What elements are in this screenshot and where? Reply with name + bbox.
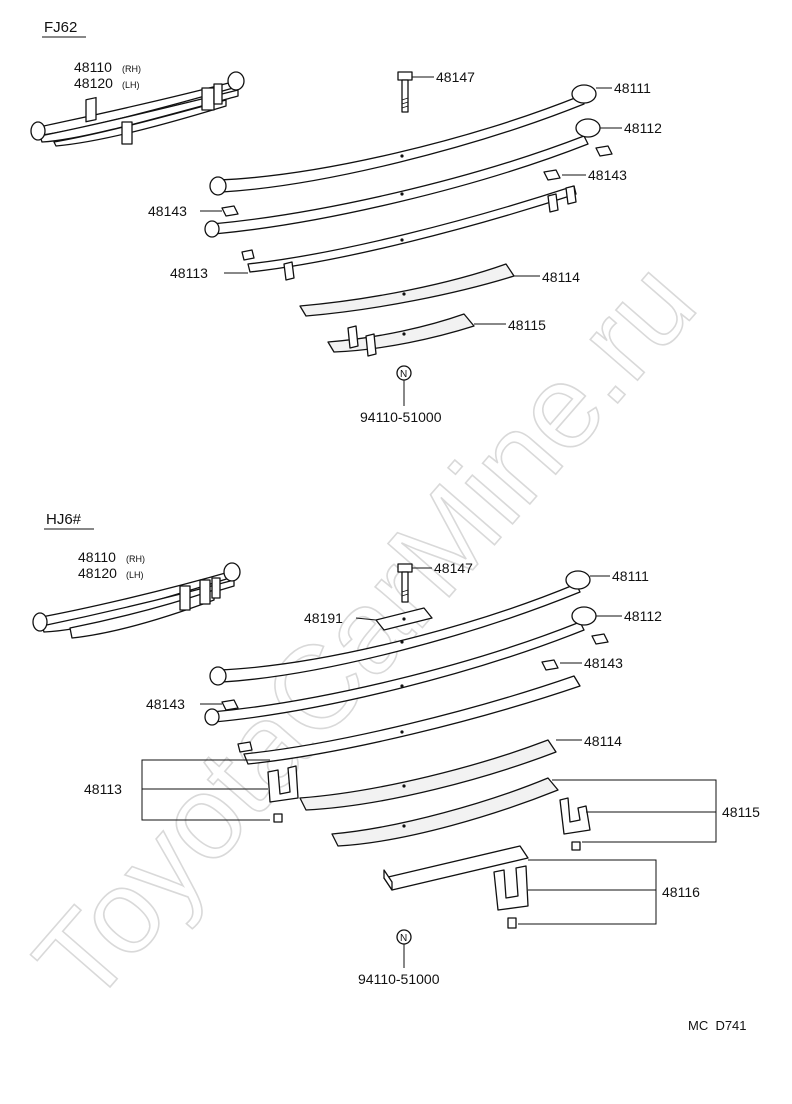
assembly-tag-lh: (LH)	[122, 80, 140, 90]
short-leaf-icon	[299, 263, 515, 317]
clip-leaf-icon	[241, 185, 577, 281]
main-leaf-icon	[209, 570, 591, 686]
label-48114: 48114	[542, 269, 580, 285]
label-48112: 48112	[624, 120, 662, 136]
leaf-clip-icon	[493, 865, 529, 929]
label-48147: 48147	[434, 560, 473, 576]
label-48143-right: 48143	[584, 655, 623, 671]
third-leaf-icon	[237, 675, 581, 765]
bracket-48116	[518, 859, 657, 925]
label-48111: 48111	[614, 80, 651, 96]
svg-text:N: N	[400, 369, 407, 380]
assembly-tag-lh: (LH)	[126, 570, 144, 580]
spacer-icon	[221, 699, 239, 711]
short-leaf-icon	[299, 739, 557, 811]
assembly-number-rh: 48110	[74, 59, 112, 75]
second-leaf-icon	[204, 606, 597, 726]
label-48113: 48113	[170, 265, 208, 281]
spacer-icon	[543, 169, 561, 181]
assembly-tag-rh: (RH)	[126, 554, 145, 564]
diagram-code: MC D741	[688, 1018, 747, 1033]
label-48115: 48115	[722, 804, 760, 820]
label-48111: 48111	[612, 568, 649, 584]
second-leaf-icon	[204, 118, 601, 238]
label-48147: 48147	[436, 69, 475, 85]
label-48116: 48116	[662, 884, 700, 900]
spacer-icon	[221, 205, 239, 217]
label-48191: 48191	[304, 610, 343, 626]
label-48114: 48114	[584, 733, 622, 749]
assembly-tag-rh: (RH)	[122, 64, 141, 74]
section-title-fj62: FJ62	[44, 19, 77, 36]
leaf-clip-icon	[267, 765, 299, 823]
spacer-icon	[541, 659, 559, 671]
label-48113: 48113	[84, 781, 122, 797]
note-n-icon: N	[396, 365, 412, 381]
bottom-leaf-icon	[327, 313, 475, 357]
watermark: ToyotaCarMine.ru	[10, 238, 721, 1027]
main-leaf-icon	[209, 84, 597, 196]
label-48115: 48115	[508, 317, 546, 333]
note-n-icon: N	[396, 929, 412, 945]
label-48143-left: 48143	[148, 203, 187, 219]
bracket-48113	[141, 759, 270, 821]
bottom-leaf-icon	[331, 777, 559, 847]
label-48143-right: 48143	[588, 167, 627, 183]
svg-text:N: N	[400, 933, 407, 944]
section-fj62: FJ62 48110 (RH) 48120 (LH) 48147	[30, 19, 662, 425]
assembly-number-lh: 48120	[74, 75, 113, 91]
assembly-number-lh: 48120	[78, 565, 117, 581]
leaf-spring-assembly-icon	[32, 562, 241, 639]
bolt-plate-icon	[375, 607, 433, 631]
bracket-48115	[552, 779, 717, 843]
leaf-clip-icon	[559, 797, 591, 851]
assembly-number-rh: 48110	[78, 549, 116, 565]
section-title-hj6: HJ6#	[46, 511, 82, 528]
center-bolt-icon	[397, 71, 413, 113]
label-48143-left: 48143	[146, 696, 185, 712]
label-48112: 48112	[624, 608, 662, 624]
note-part-number: 94110-51000	[360, 409, 442, 425]
spring-block-icon	[383, 845, 529, 891]
spacer-icon	[591, 633, 609, 645]
section-hj6: HJ6# 48110 (RH) 48120 (LH) 48147	[32, 511, 760, 987]
note-part-number: 94110-51000	[358, 971, 440, 987]
spacer-icon	[595, 145, 613, 157]
center-bolt-icon	[397, 563, 413, 603]
leaf-spring-assembly-icon	[30, 71, 245, 147]
